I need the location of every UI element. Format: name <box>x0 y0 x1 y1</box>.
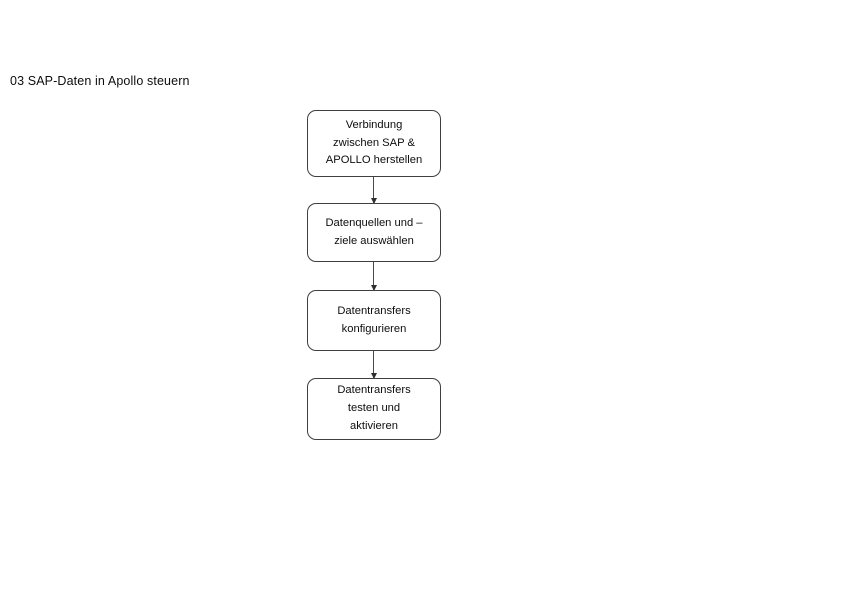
flow-arrow-1 <box>370 177 377 204</box>
flow-node-step-3[interactable]: Datentransfers konfigurieren <box>307 290 441 351</box>
flow-node-label: Datentransfers testen und aktivieren <box>337 384 411 432</box>
flow-node-label: Datentransfers konfigurieren <box>337 304 411 335</box>
flow-node-label: Verbindung zwischen SAP & APOLLO herstel… <box>325 118 423 167</box>
arrow-head-icon <box>370 285 377 291</box>
flow-node-step-1[interactable]: Verbindung zwischen SAP & APOLLO herstel… <box>307 110 441 177</box>
arrow-line <box>373 262 374 290</box>
flow-arrow-2 <box>370 262 377 291</box>
page-title: 03 SAP-Daten in Apollo steuern <box>10 74 190 88</box>
arrow-line <box>373 351 374 378</box>
flow-node-step-2[interactable]: Datenquellen und – ziele auswählen <box>307 203 441 262</box>
arrow-head-icon <box>370 373 377 379</box>
flow-node-step-4[interactable]: Datentransfers testen und aktivieren <box>307 378 441 440</box>
arrow-head-icon <box>370 198 377 204</box>
flow-arrow-3 <box>370 351 377 379</box>
flow-node-label: Datenquellen und – ziele auswählen <box>325 216 423 247</box>
arrow-line <box>373 177 374 203</box>
